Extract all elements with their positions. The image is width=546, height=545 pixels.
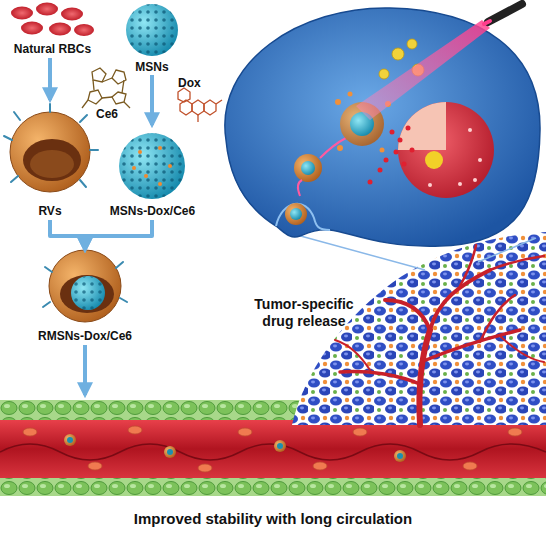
msn-sphere — [126, 4, 178, 56]
ce6-molecule — [82, 68, 130, 108]
flow-arrow — [83, 345, 87, 395]
rv-node: RVs — [5, 100, 95, 220]
node-label: RMSNs-Dox/Ce6 — [38, 329, 132, 343]
node-label: Improved stability with long circulation — [134, 510, 412, 528]
node-label: MSNs-Dox/Ce6 — [110, 204, 195, 218]
vessel-band: Improved stability with long circulation — [0, 395, 546, 540]
rbc-group: Natural RBCs — [5, 2, 100, 58]
flow-arrow — [85, 220, 152, 250]
flow-arrow — [150, 75, 154, 125]
dox-molecule — [178, 88, 222, 122]
tumor-cell — [225, 4, 540, 246]
node-label: Natural RBCs — [14, 42, 91, 56]
rmsn-node: RMSNs-Dox/Ce6 — [20, 250, 150, 345]
node-label: MSNs — [135, 60, 168, 74]
flow-arrow — [48, 58, 52, 100]
molecule-label: Dox — [178, 76, 201, 90]
rbc-cells — [11, 3, 94, 37]
flow-arrow — [50, 220, 85, 250]
rmsn-particle — [43, 243, 127, 322]
loaded-msn — [119, 133, 185, 199]
molecule-label: Ce6 — [96, 107, 118, 121]
annotation-text: Tumor-specific drug release — [240, 296, 368, 330]
loaded-msn-node: MSNs-Dox/Ce6 — [100, 125, 205, 220]
rv-vesicle — [4, 104, 98, 192]
node-label: RVs — [38, 204, 61, 218]
msn-node: MSNs — [117, 2, 187, 75]
